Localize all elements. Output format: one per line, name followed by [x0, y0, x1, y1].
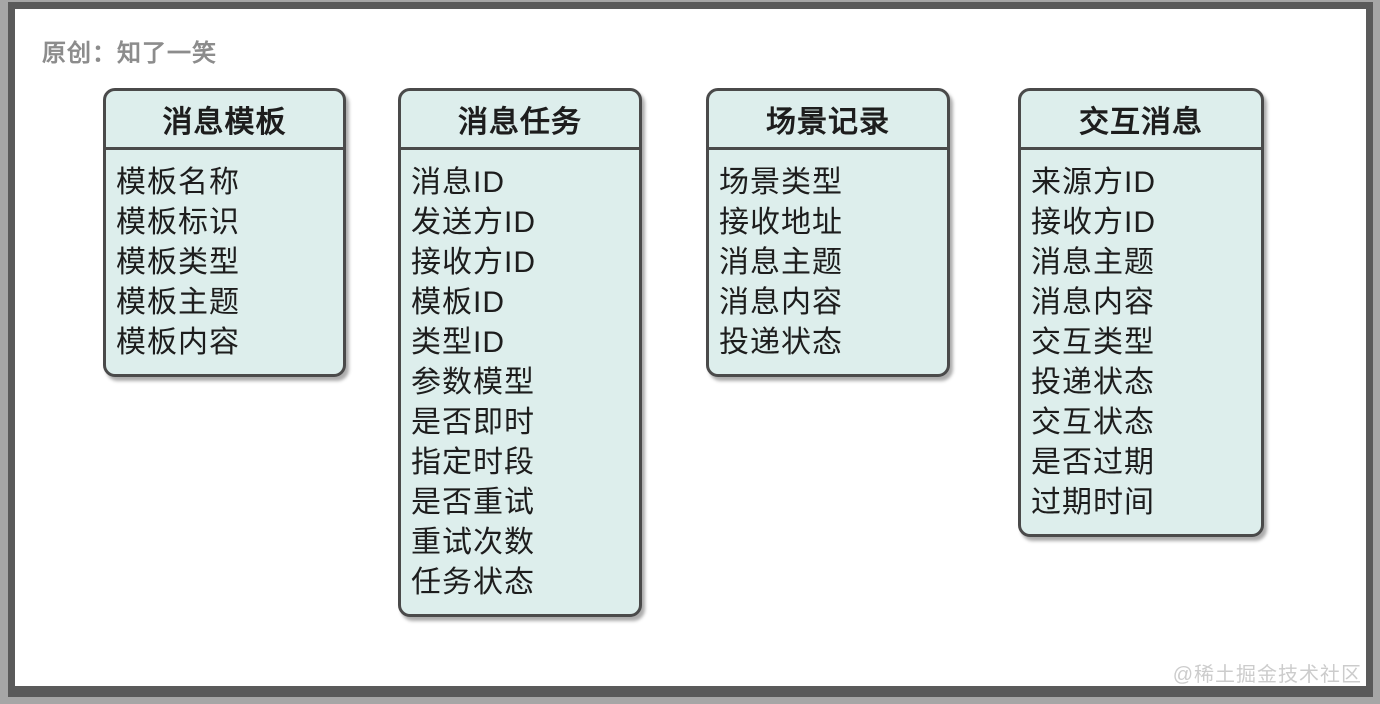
entity-field: 投递状态 [719, 326, 843, 359]
entity-box-1: 消息模板 模板名称模板标识模板类型模板主题模板内容 [103, 88, 346, 377]
entity-field-list: 消息ID 发送方ID 接收方ID 模板ID 类型ID 参数模型是否即时指定时段是否重试重试… [401, 150, 639, 614]
entity-field: 重试次数 [411, 526, 535, 559]
entity-title: 场景记录 [709, 91, 947, 150]
entity-field-list: 来源方ID 接收方ID 消息主题消息内容交互类型投递状态交互状态是否过期过期时间 [1021, 150, 1261, 534]
entity-field-list: 模板名称模板标识模板类型模板主题模板内容 [106, 150, 343, 374]
entity-field: 模板ID [411, 286, 505, 319]
entity-title: 消息任务 [401, 91, 639, 150]
entity-field: 消息ID [411, 166, 505, 199]
entity-box-4: 交互消息 来源方ID 接收方ID 消息主题消息内容交互类型投递状态交互状态是否过期过… [1018, 88, 1264, 537]
entity-field: 是否重试 [411, 486, 535, 519]
entity-title: 消息模板 [106, 91, 343, 150]
entity-field: 模板标识 [116, 206, 240, 239]
entity-field: 任务状态 [411, 566, 535, 599]
watermark-text: @稀土掘金技术社区 [1172, 664, 1362, 686]
entity-field: 是否即时 [411, 406, 535, 439]
entity-field: 消息内容 [719, 286, 843, 319]
entity-field: 接收方ID [1031, 206, 1156, 239]
entity-field: 交互状态 [1031, 406, 1155, 439]
entity-field: 过期时间 [1031, 486, 1155, 519]
entity-field: 模板内容 [116, 326, 240, 359]
entity-field: 模板主题 [116, 286, 240, 319]
entity-field: 参数模型 [411, 366, 535, 399]
entity-title: 交互消息 [1021, 91, 1261, 150]
entity-field-list: 场景类型接收地址消息主题消息内容投递状态 [709, 150, 947, 374]
byline-text: 原创：知了一笑 [42, 40, 217, 67]
entity-field: 接收方ID [411, 246, 536, 279]
entity-field: 接收地址 [719, 206, 843, 239]
entity-field: 来源方ID [1031, 166, 1156, 199]
entity-field: 消息主题 [1031, 246, 1155, 279]
entity-field: 交互类型 [1031, 326, 1155, 359]
entity-field: 指定时段 [411, 446, 535, 479]
entity-field: 模板类型 [116, 246, 240, 279]
frame-bottom-strip [15, 686, 1366, 690]
entity-field: 类型ID [411, 326, 505, 359]
entity-field: 是否过期 [1031, 446, 1155, 479]
entity-box-3: 场景记录 场景类型接收地址消息主题消息内容投递状态 [706, 88, 950, 377]
entity-field: 模板名称 [116, 166, 240, 199]
entity-field: 消息内容 [1031, 286, 1155, 319]
entity-field: 场景类型 [719, 166, 843, 199]
entity-field: 投递状态 [1031, 366, 1155, 399]
entity-field: 消息主题 [719, 246, 843, 279]
entity-box-2: 消息任务 消息ID 发送方ID 接收方ID 模板ID 类型ID 参数模型是否即时指定时段是… [398, 88, 642, 617]
entity-field: 发送方ID [411, 206, 536, 239]
